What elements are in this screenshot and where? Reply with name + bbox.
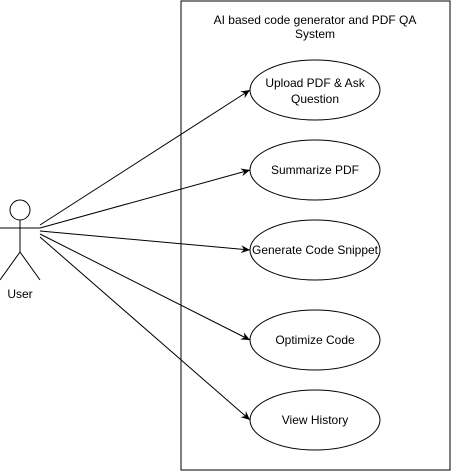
use-case-upload-pdf[interactable]: Upload PDF & Ask Question [249,59,381,121]
association-summarize-pdf [39,168,251,229]
actor-right-leg [19,251,41,281]
association-upload-pdf [39,89,251,226]
system-title-line1: AI based code generator and PDF QA [214,13,417,27]
actor-head [9,199,31,221]
actor-label: User [7,287,32,301]
user-actor[interactable] [0,199,41,281]
actor-left-leg [0,251,21,281]
use-case-label-line1: Upload PDF & Ask [265,76,365,90]
system-title-line2: System [295,27,335,41]
use-case-ellipse [249,309,381,371]
use-case-label: Summarize PDF [271,163,359,177]
association-optimize-code [39,233,251,341]
use-case-optimize-code[interactable]: Optimize Code [249,309,381,371]
use-case-ellipse [249,219,381,281]
use-case-label-line2: Question [291,92,339,106]
use-case-ellipse [249,139,381,201]
use-case-label: View History [282,413,348,427]
association-generate-code [39,230,251,254]
use-case-label: Generate Code Snippet [252,243,379,257]
use-case-label: Optimize Code [275,333,355,347]
use-case-ellipse [249,389,381,451]
association-view-history [39,236,251,421]
use-case-view-history[interactable]: View History [249,389,381,451]
use-case-summarize-pdf[interactable]: Summarize PDF [249,139,381,201]
use-case-ellipse [249,59,381,121]
use-case-generate-code-snippet[interactable]: Generate Code Snippet [249,219,381,281]
associations [39,89,251,421]
